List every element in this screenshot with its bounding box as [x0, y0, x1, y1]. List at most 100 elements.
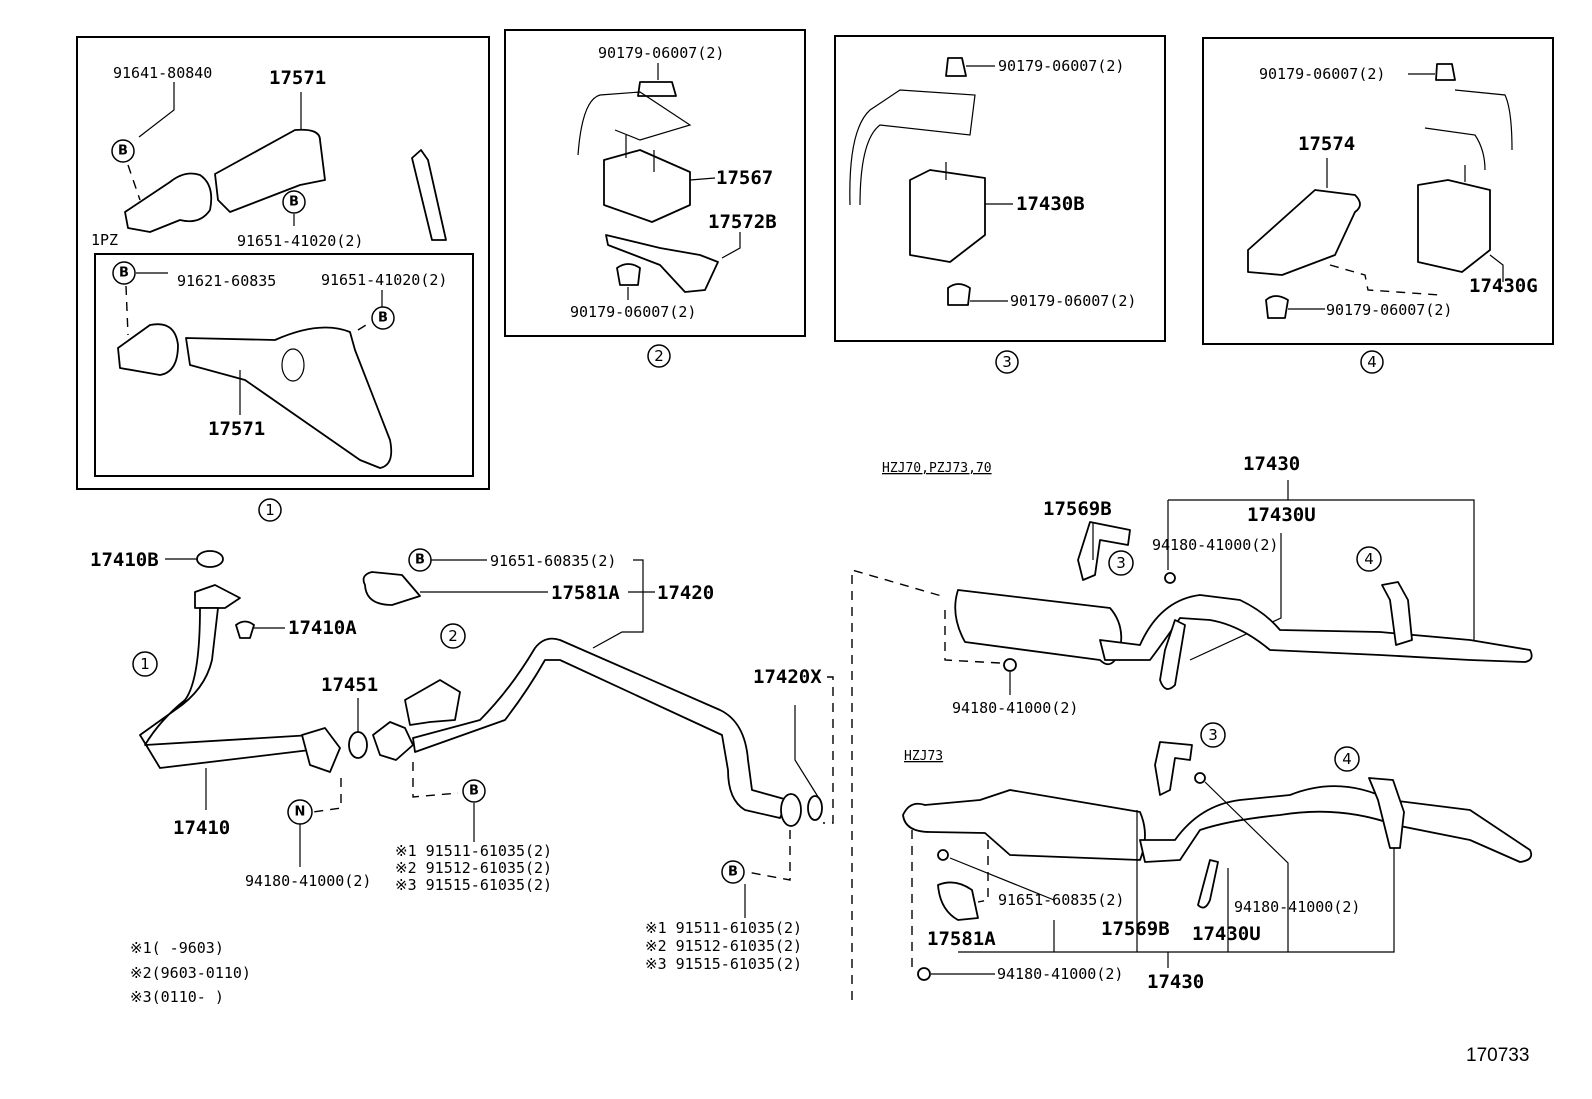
dashed-leader: [944, 610, 1001, 664]
label-90179-06007-p3-bottom[interactable]: 90179-06007(2): [1010, 292, 1136, 310]
leader-line: [138, 82, 175, 138]
svg-text:3: 3: [1002, 353, 1012, 371]
nut-part: [1003, 658, 1017, 672]
label-17571-top[interactable]: 17571: [269, 67, 326, 89]
pipe-flange-part: [194, 584, 241, 609]
label-91651-60835-front[interactable]: 91651-60835(2): [490, 552, 616, 570]
frame-bracket-part: [1424, 89, 1513, 171]
label-91651-60835-lower[interactable]: 91651-60835(2): [998, 891, 1124, 909]
label-17581a-lower[interactable]: 17581A: [927, 928, 996, 950]
pipe-flange-part: [372, 721, 414, 761]
label-17420[interactable]: 17420: [657, 582, 714, 604]
label-91641-80840[interactable]: 91641-80840: [113, 64, 212, 82]
label-bolt-var-2-mid[interactable]: ※2 91512-61035(2): [395, 859, 552, 877]
label-17430-upper[interactable]: 17430: [1243, 453, 1300, 475]
panel-ref-1: 1: [258, 498, 282, 522]
label-90179-06007-p2-top[interactable]: 90179-06007(2): [598, 44, 724, 62]
dashed-leader: [312, 778, 342, 813]
label-90179-06007-p4-top[interactable]: 90179-06007(2): [1259, 65, 1385, 83]
label-90179-06007-p3-top[interactable]: 90179-06007(2): [998, 57, 1124, 75]
dashed-leader: [746, 830, 791, 881]
label-17574[interactable]: 17574: [1298, 133, 1355, 155]
svg-text:4: 4: [1364, 550, 1374, 568]
center-pipe-17420-part: [412, 637, 789, 819]
ref-1: 1: [132, 651, 158, 677]
svg-text:1: 1: [265, 501, 275, 519]
label-94180-41000-upper-top[interactable]: 94180-41000(2): [1152, 536, 1278, 554]
label-17410b[interactable]: 17410B: [90, 549, 159, 571]
label-17420x[interactable]: 17420X: [753, 666, 822, 688]
label-17569b-upper[interactable]: 17569B: [1043, 498, 1112, 520]
marker-b: B: [408, 548, 432, 572]
svg-text:B: B: [469, 784, 479, 799]
hanger-clip-part: [1159, 619, 1186, 690]
dashed-leader: [125, 285, 129, 336]
label-17430b[interactable]: 17430B: [1016, 193, 1085, 215]
marker-b: B: [112, 261, 136, 285]
label-17430u-lower[interactable]: 17430U: [1192, 923, 1261, 945]
label-90179-06007-p2-bottom[interactable]: 90179-06007(2): [570, 303, 696, 321]
label-bolt-var-1-mid[interactable]: ※1 91511-61035(2): [395, 842, 552, 860]
label-17451[interactable]: 17451: [321, 674, 378, 696]
dashed-leader: [977, 840, 989, 903]
label-94180-41000-upper-bottom[interactable]: 94180-41000(2): [952, 699, 1078, 717]
nut-part: [1265, 295, 1289, 319]
label-17571-inner[interactable]: 17571: [208, 418, 265, 440]
panel-2-center-mount: 90179-06007(2) 17567 17572B 90179-06007(…: [504, 29, 806, 368]
label-94180-41000-front[interactable]: 94180-41000(2): [245, 872, 371, 890]
label-91651-41020-inner[interactable]: 91651-41020(2): [321, 271, 447, 289]
label-17410a[interactable]: 17410A: [288, 617, 357, 639]
marker-b: B: [462, 779, 486, 803]
label-17581a-front[interactable]: 17581A: [551, 582, 620, 604]
label-91651-41020-top[interactable]: 91651-41020(2): [237, 232, 363, 250]
frame-bracket-part: [849, 89, 976, 206]
label-17410[interactable]: 17410: [173, 817, 230, 839]
mount-17567-part: [603, 149, 691, 223]
label-17430u-upper[interactable]: 17430U: [1247, 504, 1316, 526]
bracket-hole: [281, 348, 305, 382]
pipe-clamp-part: [117, 323, 179, 376]
bolt-part: [937, 849, 949, 861]
label-17572b[interactable]: 17572B: [708, 211, 777, 233]
dashed-leader: [823, 676, 834, 824]
svg-text:B: B: [378, 311, 388, 326]
label-17430g[interactable]: 17430G: [1469, 275, 1538, 297]
clamp-17581a-part: [362, 571, 421, 606]
nut-part: [1164, 572, 1176, 584]
bracket-17571-part: [214, 128, 326, 213]
svg-text:B: B: [119, 266, 129, 281]
label-17567[interactable]: 17567: [716, 167, 773, 189]
nut-part: [947, 283, 971, 306]
hanger-part: [1381, 581, 1413, 646]
hanger-clip-part: [1197, 859, 1219, 909]
label-bolt-var-1-right[interactable]: ※1 91511-61035(2): [645, 919, 802, 937]
label-94180-41000-lower-bottom[interactable]: 94180-41000(2): [997, 965, 1123, 983]
dashed-leader: [127, 164, 141, 201]
panel-1-exhaust-bracket: 91641-80840 17571 B B 91651-41020(2) 1PZ…: [76, 36, 490, 522]
panel-1-frame: [76, 36, 490, 490]
label-engine-1pz: 1PZ: [91, 231, 118, 249]
label-bolt-var-2-right[interactable]: ※2 91512-61035(2): [645, 937, 802, 955]
footnote-2: ※2(9603-0110): [130, 964, 251, 982]
leader-bracket: [1168, 499, 1475, 648]
svg-text:3: 3: [1208, 726, 1218, 744]
footnote-1: ※1( -9603): [130, 939, 224, 957]
gasket-17420x-part: [807, 795, 823, 821]
panel-ref-3: 3: [995, 350, 1019, 374]
label-17430-lower[interactable]: 17430: [1147, 971, 1204, 993]
svg-text:B: B: [118, 144, 128, 159]
svg-text:1: 1: [140, 655, 150, 673]
label-94180-41000-lower-right[interactable]: 94180-41000(2): [1234, 898, 1360, 916]
label-models-upper: HZJ70,PZJ73,70: [882, 461, 992, 476]
label-90179-06007-p4-bottom[interactable]: 90179-06007(2): [1326, 301, 1452, 319]
label-17569b-lower[interactable]: 17569B: [1101, 918, 1170, 940]
front-pipe-17410-part: [139, 607, 313, 769]
leader-line: [689, 177, 716, 181]
panel-3-frame: [834, 35, 1166, 342]
label-bolt-var-3-mid[interactable]: ※3 91515-61035(2): [395, 876, 552, 894]
label-91621-60835[interactable]: 91621-60835: [177, 272, 276, 290]
tail-pipe-lower-part: [1139, 785, 1533, 863]
marker-b: B: [111, 139, 135, 163]
flange-part: [780, 793, 802, 827]
label-bolt-var-3-right[interactable]: ※3 91515-61035(2): [645, 955, 802, 973]
